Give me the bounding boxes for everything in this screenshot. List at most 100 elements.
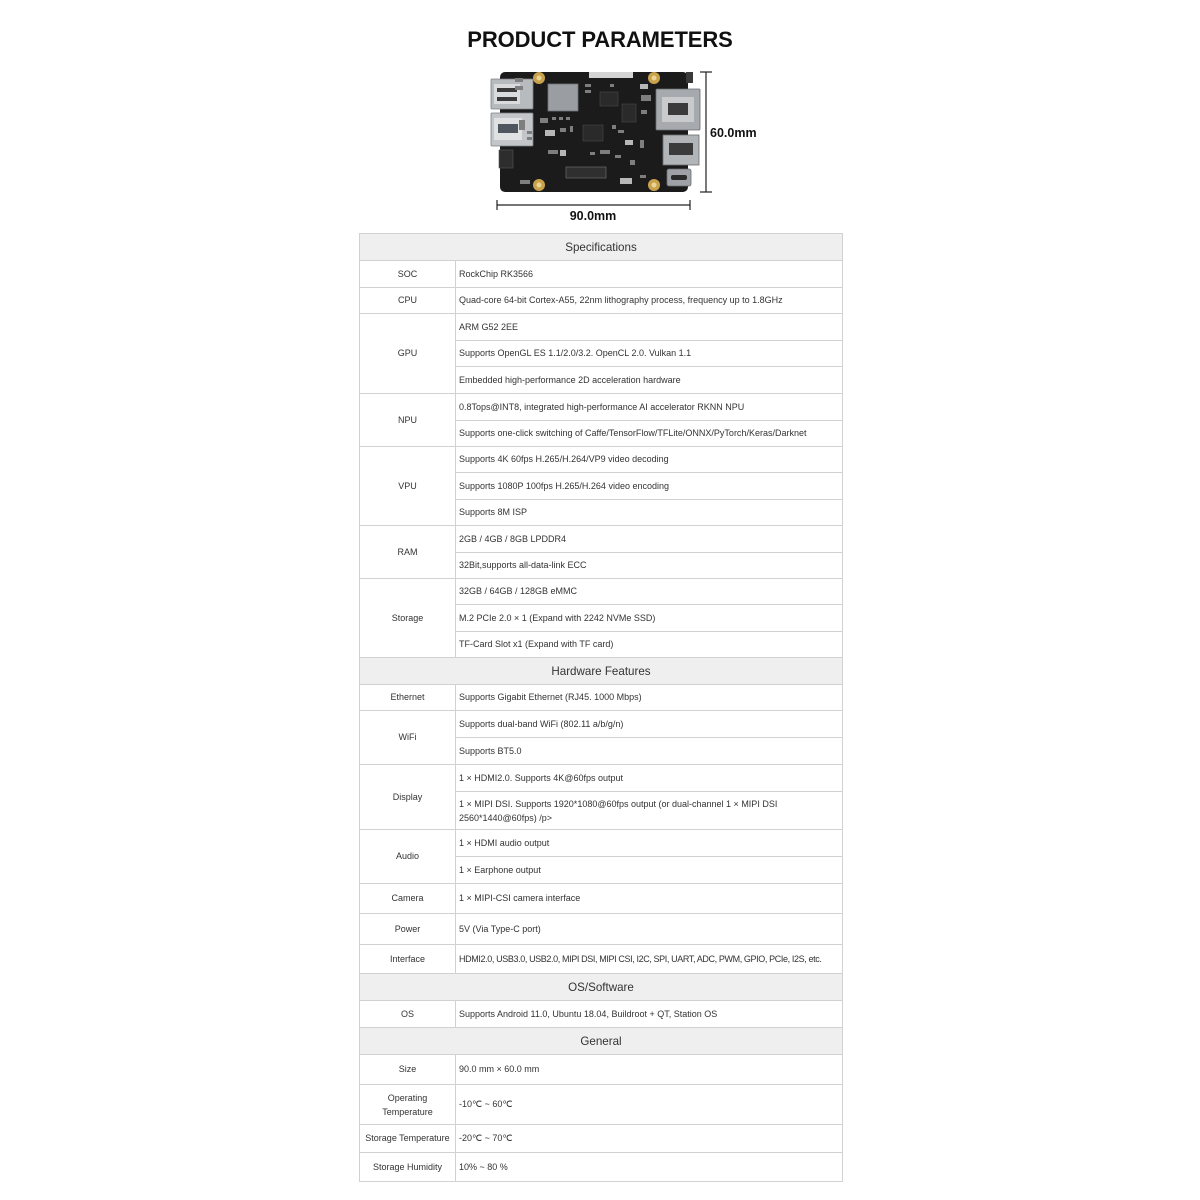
spec-values-vpu: Supports 4K 60fps H.265/H.264/VP9 video … [456,447,843,526]
spec-row-storage: Storage 32GB / 64GB / 128GB eMMC M.2 PCI… [360,579,843,658]
spec-values-interface: HDMI2.0, USB3.0, USB2.0, MIPI DSI, MIPI … [456,945,843,974]
spec-value-gpu-3: Embedded high-performance 2D acceleratio… [456,367,843,394]
spec-label-vpu: VPU [360,447,456,526]
spec-row-power: Power 5V (Via Type-C port) [360,914,843,945]
spec-row-cpu: CPU Quad-core 64-bit Cortex-A55, 22nm li… [360,288,843,314]
spec-values-ethernet: Supports Gigabit Ethernet (RJ45. 1000 Mb… [456,685,843,711]
spec-label-soc: SOC [360,261,456,288]
spec-value-os: Supports Android 11.0, Ubuntu 18.04, Bui… [456,1001,843,1028]
spec-label-npu: NPU [360,394,456,447]
spec-value-npu-2: Supports one-click switching of Caffe/Te… [456,421,843,447]
spec-row-vpu: VPU Supports 4K 60fps H.265/H.264/VP9 vi… [360,447,843,526]
spec-table: Specifications SOC RockChip RK3566 CPU Q… [359,233,843,1182]
spec-value-interface: HDMI2.0, USB3.0, USB2.0, MIPI DSI, MIPI … [456,945,843,974]
section-header-specifications: Specifications [360,234,843,261]
spec-row-storage-temperature: Storage Temperature -20℃ ~ 70℃ [360,1125,843,1153]
smd-components [515,78,651,184]
spec-values-display: 1 × HDMI2.0. Supports 4K@60fps output 1 … [456,765,843,830]
spec-value-storage-3: TF-Card Slot x1 (Expand with TF card) [456,632,843,658]
spec-row-audio: Audio 1 × HDMI audio output 1 × Earphone… [360,830,843,884]
spec-value-ram-1: 2GB / 4GB / 8GB LPDDR4 [456,526,843,553]
spec-row-os: OS Supports Android 11.0, Ubuntu 18.04, … [360,1001,843,1028]
spec-row-camera: Camera 1 × MIPI-CSI camera interface [360,884,843,914]
spec-value-vpu-2: Supports 1080P 100fps H.265/H.264 video … [456,473,843,500]
width-dimension-label: 90.0mm [569,209,617,223]
soc-chip [547,83,579,112]
board-image [490,72,701,192]
usb-c-port [666,168,692,187]
spec-value-npu-1: 0.8Tops@INT8, integrated high-performanc… [456,394,843,421]
spec-value-audio-2: 1 × Earphone output [456,857,843,884]
spec-row-operating-temperature: Operating Temperature -10℃ ~ 60℃ [360,1085,843,1125]
spec-label-gpu: GPU [360,314,456,394]
spec-values-operating-temperature: -10℃ ~ 60℃ [456,1085,843,1125]
spec-label-storage: Storage [360,579,456,658]
spec-value-ethernet: Supports Gigabit Ethernet (RJ45. 1000 Mb… [456,685,843,711]
spec-value-camera: 1 × MIPI-CSI camera interface [456,884,843,914]
m2-slot [565,166,607,179]
button [686,72,693,83]
spec-label-ram: RAM [360,526,456,579]
hdmi-port [662,134,700,166]
spec-values-storage: 32GB / 64GB / 128GB eMMC M.2 PCIe 2.0 × … [456,579,843,658]
spec-row-display: Display 1 × HDMI2.0. Supports 4K@60fps o… [360,765,843,830]
spec-value-audio-1: 1 × HDMI audio output [456,830,843,857]
section-header-hardware-features: Hardware Features [360,658,843,685]
spec-value-storage-temperature: -20℃ ~ 70℃ [456,1125,843,1153]
spec-values-ram: 2GB / 4GB / 8GB LPDDR4 32Bit,supports al… [456,526,843,579]
spec-values-gpu: ARM G52 2EE Supports OpenGL ES 1.1/2.0/3… [456,314,843,394]
spec-row-wifi: WiFi Supports dual-band WiFi (802.11 a/b… [360,711,843,765]
fpc-connector [589,72,633,78]
spec-label-cpu: CPU [360,288,456,314]
section-header-general: General [360,1028,843,1055]
spec-label-operating-temperature: Operating Temperature [360,1085,456,1125]
spec-value-size: 90.0 mm × 60.0 mm [456,1055,843,1085]
spec-label-wifi: WiFi [360,711,456,765]
memory-chips [582,91,637,142]
spec-value-display-1: 1 × HDMI2.0. Supports 4K@60fps output [456,765,843,792]
spec-values-audio: 1 × HDMI audio output 1 × Earphone outpu… [456,830,843,884]
spec-value-wifi-1: Supports dual-band WiFi (802.11 a/b/g/n) [456,711,843,738]
spec-value-gpu-1: ARM G52 2EE [456,314,843,341]
spec-value-storage-humidity: 10% ~ 80 % [456,1153,843,1182]
spec-row-storage-humidity: Storage Humidity 10% ~ 80 % [360,1153,843,1182]
spec-row-gpu: GPU ARM G52 2EE Supports OpenGL ES 1.1/2… [360,314,843,394]
spec-values-camera: 1 × MIPI-CSI camera interface [456,884,843,914]
spec-row-size: Size 90.0 mm × 60.0 mm [360,1055,843,1085]
spec-values-os: Supports Android 11.0, Ubuntu 18.04, Bui… [456,1001,843,1028]
mounting-holes [533,72,660,191]
spec-values-cpu: Quad-core 64-bit Cortex-A55, 22nm lithog… [456,288,843,314]
spec-label-size: Size [360,1055,456,1085]
spec-label-interface: Interface [360,945,456,974]
spec-value-soc: RockChip RK3566 [456,261,843,288]
spec-row-ram: RAM 2GB / 4GB / 8GB LPDDR4 32Bit,support… [360,526,843,579]
spec-values-power: 5V (Via Type-C port) [456,914,843,945]
spec-label-camera: Camera [360,884,456,914]
spec-value-cpu: Quad-core 64-bit Cortex-A55, 22nm lithog… [456,288,843,314]
spec-label-audio: Audio [360,830,456,884]
spec-label-storage-humidity: Storage Humidity [360,1153,456,1182]
page-title: PRODUCT PARAMETERS [467,27,733,52]
spec-row-interface: Interface HDMI2.0, USB3.0, USB2.0, MIPI … [360,945,843,974]
dimension-lines [496,71,712,210]
spec-row-soc: SOC RockChip RK3566 [360,261,843,288]
section-header-os-software: OS/Software [360,974,843,1001]
spec-values-storage-humidity: 10% ~ 80 % [456,1153,843,1182]
spec-row-ethernet: Ethernet Supports Gigabit Ethernet (RJ45… [360,685,843,711]
spec-value-display-2: 1 × MIPI DSI. Supports 1920*1080@60fps o… [456,792,843,830]
spec-values-storage-temperature: -20℃ ~ 70℃ [456,1125,843,1153]
ethernet-port [655,88,701,131]
spec-label-os: OS [360,1001,456,1028]
spec-value-gpu-2: Supports OpenGL ES 1.1/2.0/3.2. OpenCL 2… [456,341,843,367]
audio-jack [498,149,514,169]
spec-label-storage-temperature: Storage Temperature [360,1125,456,1153]
spec-value-power: 5V (Via Type-C port) [456,914,843,945]
spec-label-ethernet: Ethernet [360,685,456,711]
spec-value-storage-2: M.2 PCIe 2.0 × 1 (Expand with 2242 NVMe … [456,605,843,632]
spec-label-display: Display [360,765,456,830]
spec-values-size: 90.0 mm × 60.0 mm [456,1055,843,1085]
spec-values-npu: 0.8Tops@INT8, integrated high-performanc… [456,394,843,447]
spec-label-power: Power [360,914,456,945]
spec-values-soc: RockChip RK3566 [456,261,843,288]
spec-value-vpu-3: Supports 8M ISP [456,500,843,526]
